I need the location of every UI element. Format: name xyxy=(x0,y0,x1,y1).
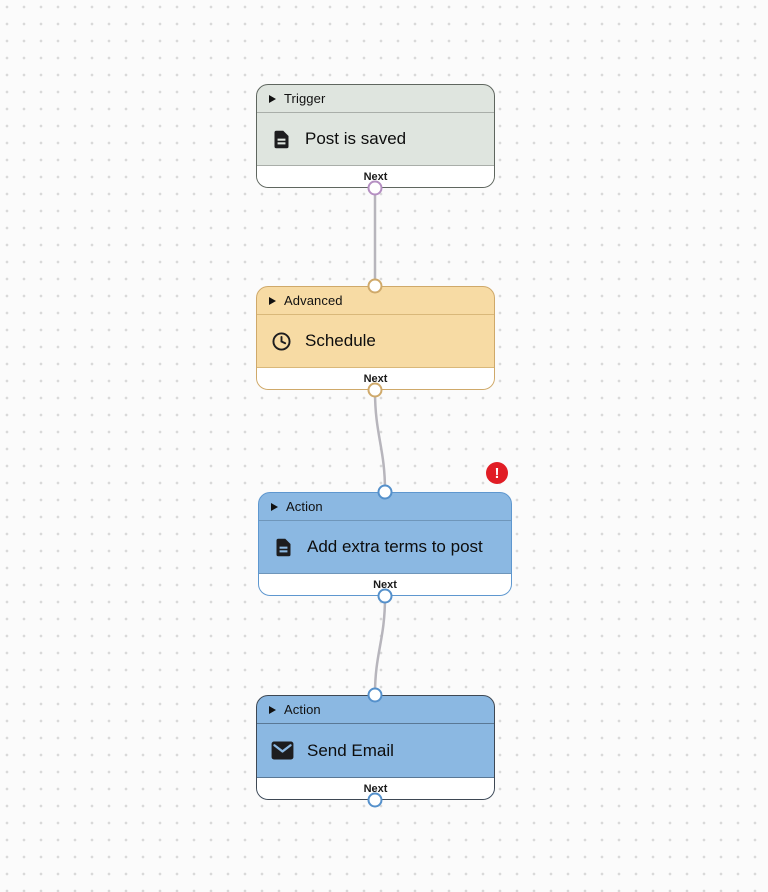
next-label: Next xyxy=(363,170,388,183)
collapse-toggle-icon[interactable] xyxy=(271,502,278,511)
node-body: Schedule xyxy=(257,315,494,367)
next-label: Next xyxy=(363,782,388,795)
email-icon xyxy=(271,741,294,760)
collapse-toggle-icon[interactable] xyxy=(269,296,276,305)
node-body: Post is saved xyxy=(257,113,494,165)
input-port-advanced[interactable] xyxy=(367,278,383,294)
node-action-add-extra-terms[interactable]: Action Add extra terms to post Next xyxy=(258,492,512,596)
edge-advanced-to-action1[interactable] xyxy=(373,389,387,493)
node-category-label: Trigger xyxy=(284,91,326,106)
collapse-toggle-icon[interactable] xyxy=(269,94,276,103)
node-title: Send Email xyxy=(307,740,394,760)
output-port-advanced[interactable] xyxy=(367,382,383,398)
error-badge[interactable]: ! xyxy=(486,462,508,484)
document-icon xyxy=(273,537,294,558)
node-title: Add extra terms to post xyxy=(307,537,483,556)
node-body: Send Email xyxy=(257,724,494,777)
next-label: Next xyxy=(373,578,397,591)
input-port-action-add-terms[interactable] xyxy=(377,484,393,500)
node-header[interactable]: Action xyxy=(257,696,494,724)
node-footer: Next xyxy=(257,777,494,799)
document-icon xyxy=(271,129,292,150)
node-trigger-post-is-saved[interactable]: Trigger Post is saved Next xyxy=(256,84,495,188)
node-body: Add extra terms to post xyxy=(259,521,511,573)
node-footer: Next xyxy=(257,165,494,187)
node-header[interactable]: Trigger xyxy=(257,85,494,113)
output-port-action-add-terms[interactable] xyxy=(377,588,393,604)
node-category-label: Action xyxy=(284,702,321,717)
node-action-send-email[interactable]: Action Send Email Next xyxy=(256,695,495,800)
node-footer: Next xyxy=(257,367,494,389)
input-port-action-send-email[interactable] xyxy=(367,687,383,703)
node-category-label: Action xyxy=(286,499,323,514)
output-port-trigger[interactable] xyxy=(367,180,383,196)
output-port-action-send-email[interactable] xyxy=(367,792,383,808)
node-footer: Next xyxy=(259,573,511,595)
node-category-label: Advanced xyxy=(284,293,343,308)
node-header[interactable]: Action xyxy=(259,493,511,521)
node-title: Schedule xyxy=(305,331,376,350)
node-advanced-schedule[interactable]: Advanced Schedule Next xyxy=(256,286,495,390)
edge-action1-to-action2[interactable] xyxy=(373,595,387,696)
next-label: Next xyxy=(363,372,388,385)
clock-icon xyxy=(271,331,292,352)
collapse-toggle-icon[interactable] xyxy=(269,705,276,714)
node-title: Post is saved xyxy=(305,129,407,148)
node-header[interactable]: Advanced xyxy=(257,287,494,315)
